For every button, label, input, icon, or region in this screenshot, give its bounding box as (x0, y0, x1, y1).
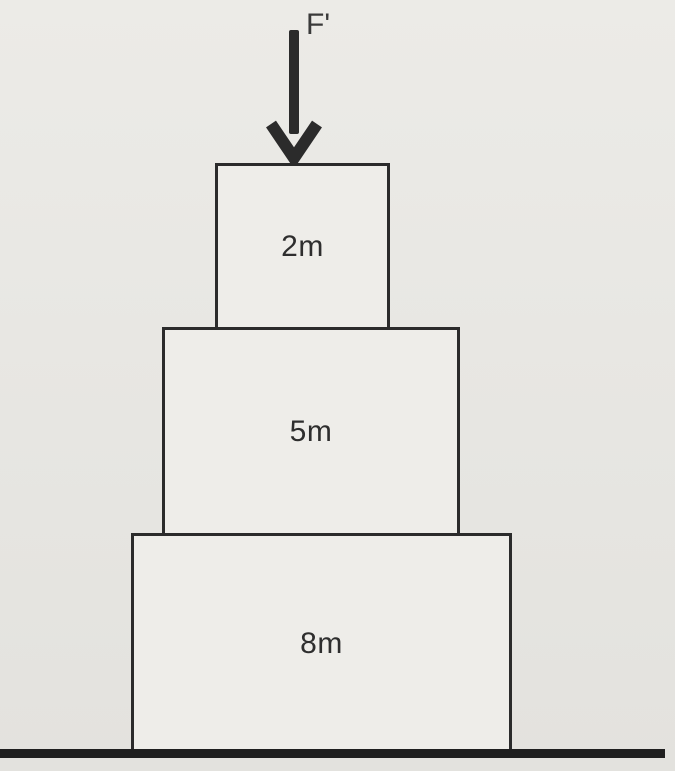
block-bottom: 8m (131, 533, 512, 754)
block-top-mass-label: 2m (281, 229, 324, 263)
ground-surface (0, 749, 665, 758)
force-label: F' (306, 8, 331, 41)
block-middle: 5m (162, 327, 460, 536)
block-bottom-mass-label: 8m (300, 626, 343, 660)
block-top: 2m (215, 163, 390, 330)
force-arrow-icon (266, 30, 322, 169)
block-middle-mass-label: 5m (289, 414, 333, 448)
